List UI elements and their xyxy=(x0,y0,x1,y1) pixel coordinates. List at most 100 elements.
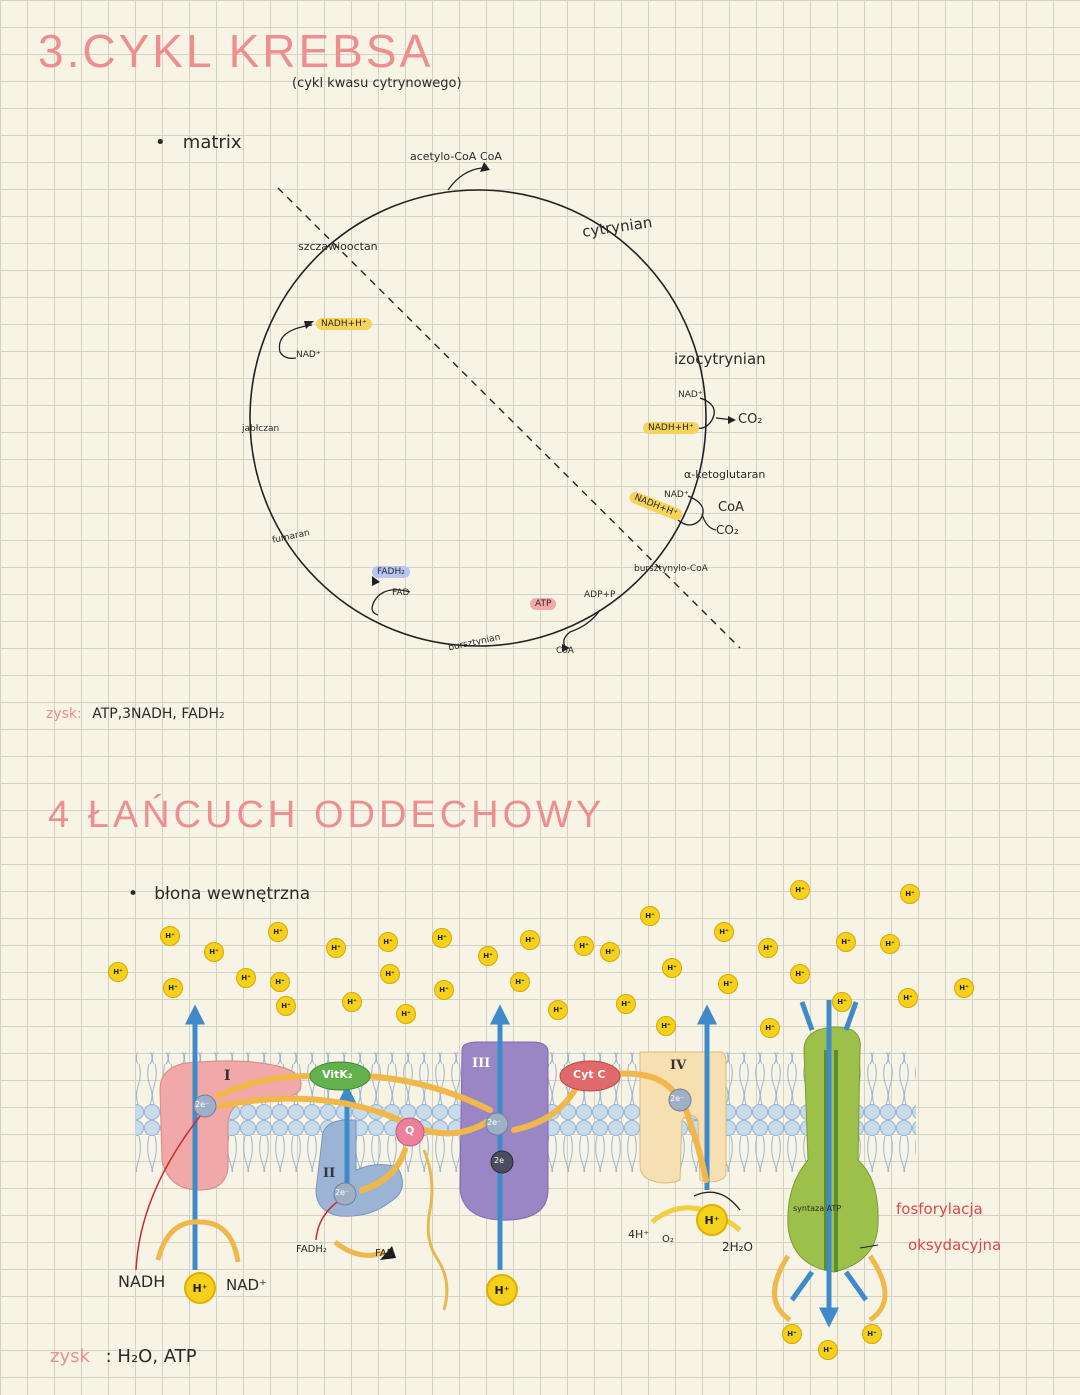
fad-arrowhead xyxy=(372,576,380,586)
proton-icon: H⁺ xyxy=(184,1272,216,1304)
label-complex-2: II xyxy=(323,1166,336,1181)
proton-icon: H⁺ xyxy=(640,906,660,926)
label-electron-1: 2e⁻ xyxy=(195,1100,210,1109)
proton-icon: H⁺ xyxy=(486,1274,518,1306)
label-electron-5: 2e⁻ xyxy=(670,1094,685,1103)
krebs-zysk-value: ATP,3NADH, FADH₂ xyxy=(92,706,225,722)
label-nadh1: NADH+H⁺ xyxy=(643,422,699,434)
label-ketoglutaran: α-ketoglutaran xyxy=(684,468,766,481)
krebs-zysk: zysk: ATP,3NADH, FADH₂ xyxy=(46,706,225,722)
electron-circles xyxy=(193,1088,692,1206)
krebs-cycle-diagram xyxy=(249,162,741,652)
label-q: Q xyxy=(405,1124,415,1137)
vitk2-carrier xyxy=(309,1061,371,1091)
chain-zysk-label: zysk xyxy=(50,1346,90,1367)
krebs-subtitle: (cykl kwasu cytrynowego) xyxy=(292,76,462,91)
proton-icon: H⁺ xyxy=(880,934,900,954)
proton-icon: H⁺ xyxy=(900,884,920,904)
proton-icon: H⁺ xyxy=(790,964,810,984)
fadh2-electron-arrow xyxy=(315,1199,341,1241)
proton-icon: H⁺ xyxy=(574,936,594,956)
krebs-location-text: matrix xyxy=(182,132,242,153)
label-complex-1: I xyxy=(224,1068,231,1084)
proton-icon: H⁺ xyxy=(782,1324,802,1344)
label-o2: O₂ xyxy=(662,1234,674,1245)
label-coa2: CoA xyxy=(718,500,744,515)
proton-icon: H⁺ xyxy=(714,922,734,942)
proton-icon: H⁺ xyxy=(718,974,738,994)
label-adp: ADP+P xyxy=(584,590,616,600)
proton-icon: H⁺ xyxy=(862,1324,882,1344)
proton-icon: H⁺ xyxy=(396,1004,416,1024)
label-complex-4: IV xyxy=(670,1058,687,1073)
label-co2-1: CO₂ xyxy=(738,412,763,427)
electron-flow xyxy=(215,1070,709,1193)
proton-icon: H⁺ xyxy=(204,942,224,962)
label-jablczan: jabłczan xyxy=(242,424,280,434)
krebs-title: 3.CYKL KREBSA xyxy=(38,25,434,77)
proton-icon: H⁺ xyxy=(818,1340,838,1360)
krebs-zysk-label: zysk: xyxy=(46,706,82,722)
krebs-location: • matrix xyxy=(155,132,241,153)
bullet-dot: • xyxy=(155,132,183,153)
proton-icon: H⁺ xyxy=(236,968,256,988)
label-fosforylacja: fosforylacja xyxy=(896,1200,983,1218)
proton-icon: H⁺ xyxy=(160,926,180,946)
proton-icon: H⁺ xyxy=(163,978,183,998)
proton-icon: H⁺ xyxy=(520,930,540,950)
label-electron-2: 2e⁻ xyxy=(335,1188,350,1197)
proton-icon: H⁺ xyxy=(434,980,454,1000)
substrate-arcs xyxy=(155,1205,888,1323)
label-coa-top: CoA xyxy=(480,150,502,163)
chain-location: • błona wewnętrzna xyxy=(128,884,310,904)
label-nadh-chain: NADH xyxy=(118,1272,166,1291)
atp-arrow xyxy=(563,609,601,649)
proton-icon: H⁺ xyxy=(662,958,682,978)
label-nad1: NAD⁺ xyxy=(678,390,703,400)
fad-arrowhead-chain xyxy=(380,1246,396,1260)
proton-icon: H⁺ xyxy=(510,972,530,992)
atp-arrowhead xyxy=(562,644,570,652)
chain-location-text: błona wewnętrzna xyxy=(154,884,311,904)
q-carrier xyxy=(395,1117,425,1147)
label-oksydacyjna: oksydacyjna xyxy=(908,1236,1002,1254)
label-atp-synthase: syntaza ATP xyxy=(793,1204,842,1213)
proton-icon: H⁺ xyxy=(656,1016,676,1036)
proton-icon: H⁺ xyxy=(378,932,398,952)
proton-icon: H⁺ xyxy=(326,938,346,958)
proton-icon: H⁺ xyxy=(478,946,498,966)
nadh-electron-arrow xyxy=(135,1109,206,1271)
co2-arrowhead-1 xyxy=(728,416,736,424)
label-izocytrynian: izocytrynian xyxy=(674,350,766,368)
acetyl-arrowhead xyxy=(480,162,490,172)
label-nad3: NAD⁺ xyxy=(296,350,321,360)
proton-icon: H⁺ xyxy=(548,1000,568,1020)
chain-zysk: zysk : H₂O, ATP xyxy=(50,1346,197,1367)
proton-icon: H⁺ xyxy=(432,928,452,948)
label-acetyl: acetylo-CoA xyxy=(410,150,477,163)
proton-icon: H⁺ xyxy=(758,938,778,958)
label-electron-3: 2e⁻ xyxy=(487,1118,502,1127)
label-4h: 4H⁺ xyxy=(628,1228,650,1241)
label-nadh3: NADH+H⁺ xyxy=(316,318,372,330)
label-cytc: Cyt C xyxy=(573,1068,606,1081)
proton-icon: H⁺ xyxy=(268,922,288,942)
fad-arrow xyxy=(371,589,411,616)
label-vitk2: VitK₂ xyxy=(322,1068,353,1081)
proton-icon: H⁺ xyxy=(696,1204,728,1236)
q-tail xyxy=(422,1149,449,1311)
krebs-cycle-ring xyxy=(249,189,707,647)
atp-synthase-shape xyxy=(787,1026,879,1273)
cytc-carrier xyxy=(559,1060,621,1092)
o2-arc xyxy=(693,1191,741,1211)
dashed-divider xyxy=(277,187,741,649)
label-atp-krebs: ATP xyxy=(530,598,557,610)
fosforylacja-pointer xyxy=(859,1244,879,1249)
proton-icon: H⁺ xyxy=(616,994,636,1014)
atp-synthase-stalk xyxy=(824,1050,838,1272)
proton-icon: H⁺ xyxy=(790,880,810,900)
nad-arrow-right1 xyxy=(695,397,715,429)
label-h2o: 2H₂O xyxy=(722,1240,753,1254)
label-szczawiooctan: szczawiooctan xyxy=(298,240,378,253)
proton-icon: H⁺ xyxy=(270,972,290,992)
